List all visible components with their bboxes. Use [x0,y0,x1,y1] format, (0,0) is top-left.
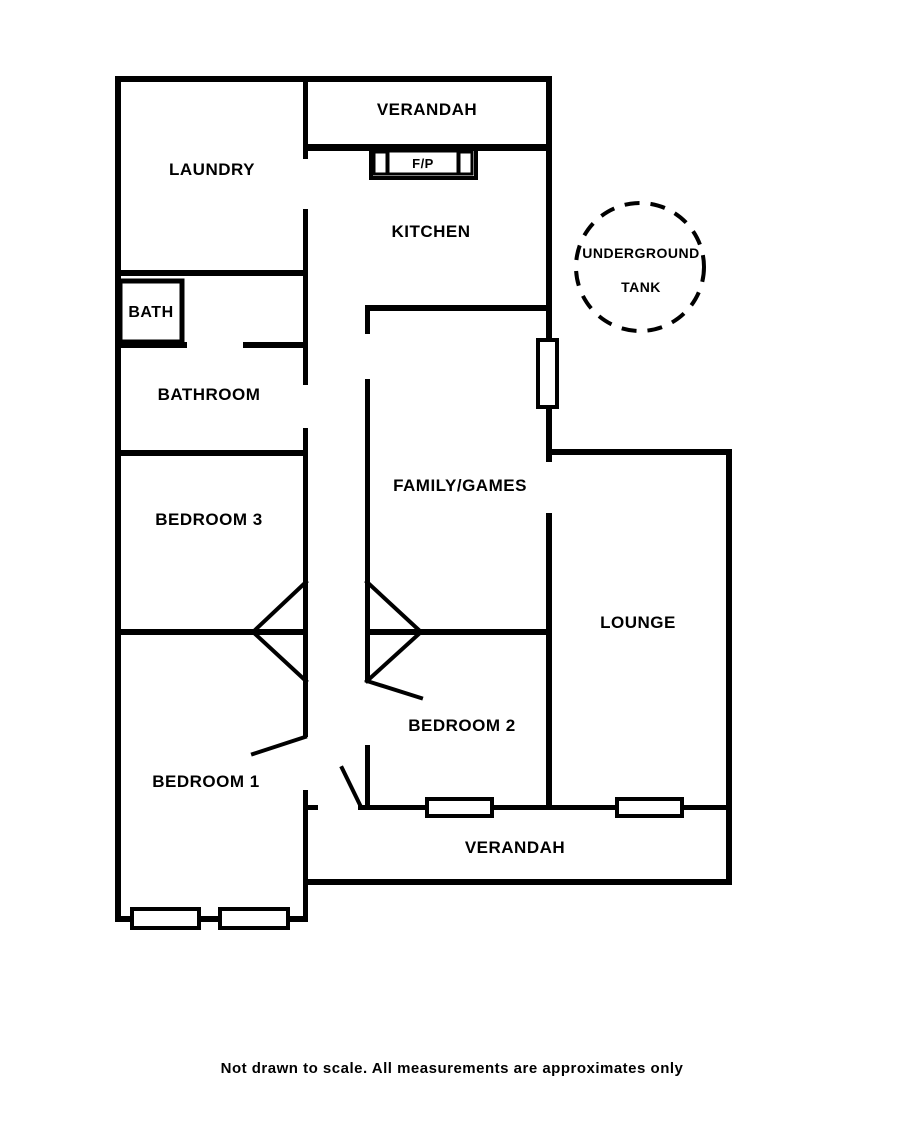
hall-west-wall-a [303,76,308,159]
bedroom1-window-right [218,907,290,930]
outer-top-wall [115,76,552,82]
bedroom2-north-wall [365,629,550,635]
bedroom1-window-left [130,907,201,930]
bedroom1-south-wall [115,916,308,922]
bathroom-north-wall-right [243,342,308,348]
laundry-south-wall [115,270,308,276]
door-swing-hall-left-upper [250,579,309,635]
bedroom2-door-leaf [364,678,424,701]
hall-west-wall-d [303,790,308,922]
label-laundry: LAUNDRY [169,160,255,179]
verandah-north-wall [358,805,730,810]
east-wall-upper [546,76,552,462]
family-west-wall-stub [365,305,370,334]
label-family-games: FAMILY/GAMES [393,476,527,495]
lounge-east-wall [726,449,732,885]
door-swing-hall-right-lower [364,629,424,684]
door-swing-hall-left-lower [250,629,309,684]
hall-door-leaf [339,765,364,810]
label-bedroom2: BEDROOM 2 [408,716,515,735]
outer-left-wall [115,76,121,922]
hall-west-wall-b [303,209,308,385]
family-west-wall [365,379,370,682]
fireplace-jamb-2 [457,150,474,176]
label-bedroom3: BEDROOM 3 [155,510,262,529]
verandah-window-right [615,797,684,818]
label-kitchen: KITCHEN [391,222,470,241]
bedroom3-south-wall [115,629,308,635]
label-tank-line1: UNDERGROUND [582,245,700,261]
underground-tank-circle [574,201,706,333]
label-verandah-top: VERANDAH [377,100,477,119]
east-wall-lower [546,513,552,810]
fireplace-jamb-1 [372,150,389,176]
kitchen-east-window [536,338,559,409]
verandah-south-wall [305,879,732,885]
label-lounge: LOUNGE [600,613,676,632]
family-west-wall-lower [365,745,370,810]
verandah-window-left [425,797,494,818]
label-bathroom: BATHROOM [158,385,261,404]
label-tank-line2: TANK [621,279,661,295]
label-bath: BATH [128,304,173,321]
bedroom1-door-leaf [250,734,308,757]
bath-tub [117,278,185,345]
label-footnote: Not drawn to scale. All measurements are… [221,1060,684,1077]
label-fireplace: F/P [412,156,434,171]
fireplace-label-box [386,149,460,176]
verandah-north-wall-stub [303,805,318,810]
label-verandah-bottom: VERANDAH [465,838,565,857]
label-bedroom1: BEDROOM 1 [152,772,259,791]
lounge-north-wall [546,449,732,455]
bathroom-north-wall-left [115,342,187,348]
kitchen-south-wall [365,305,550,311]
door-swing-hall-right-upper [364,579,424,635]
bathroom-south-wall [115,450,308,456]
